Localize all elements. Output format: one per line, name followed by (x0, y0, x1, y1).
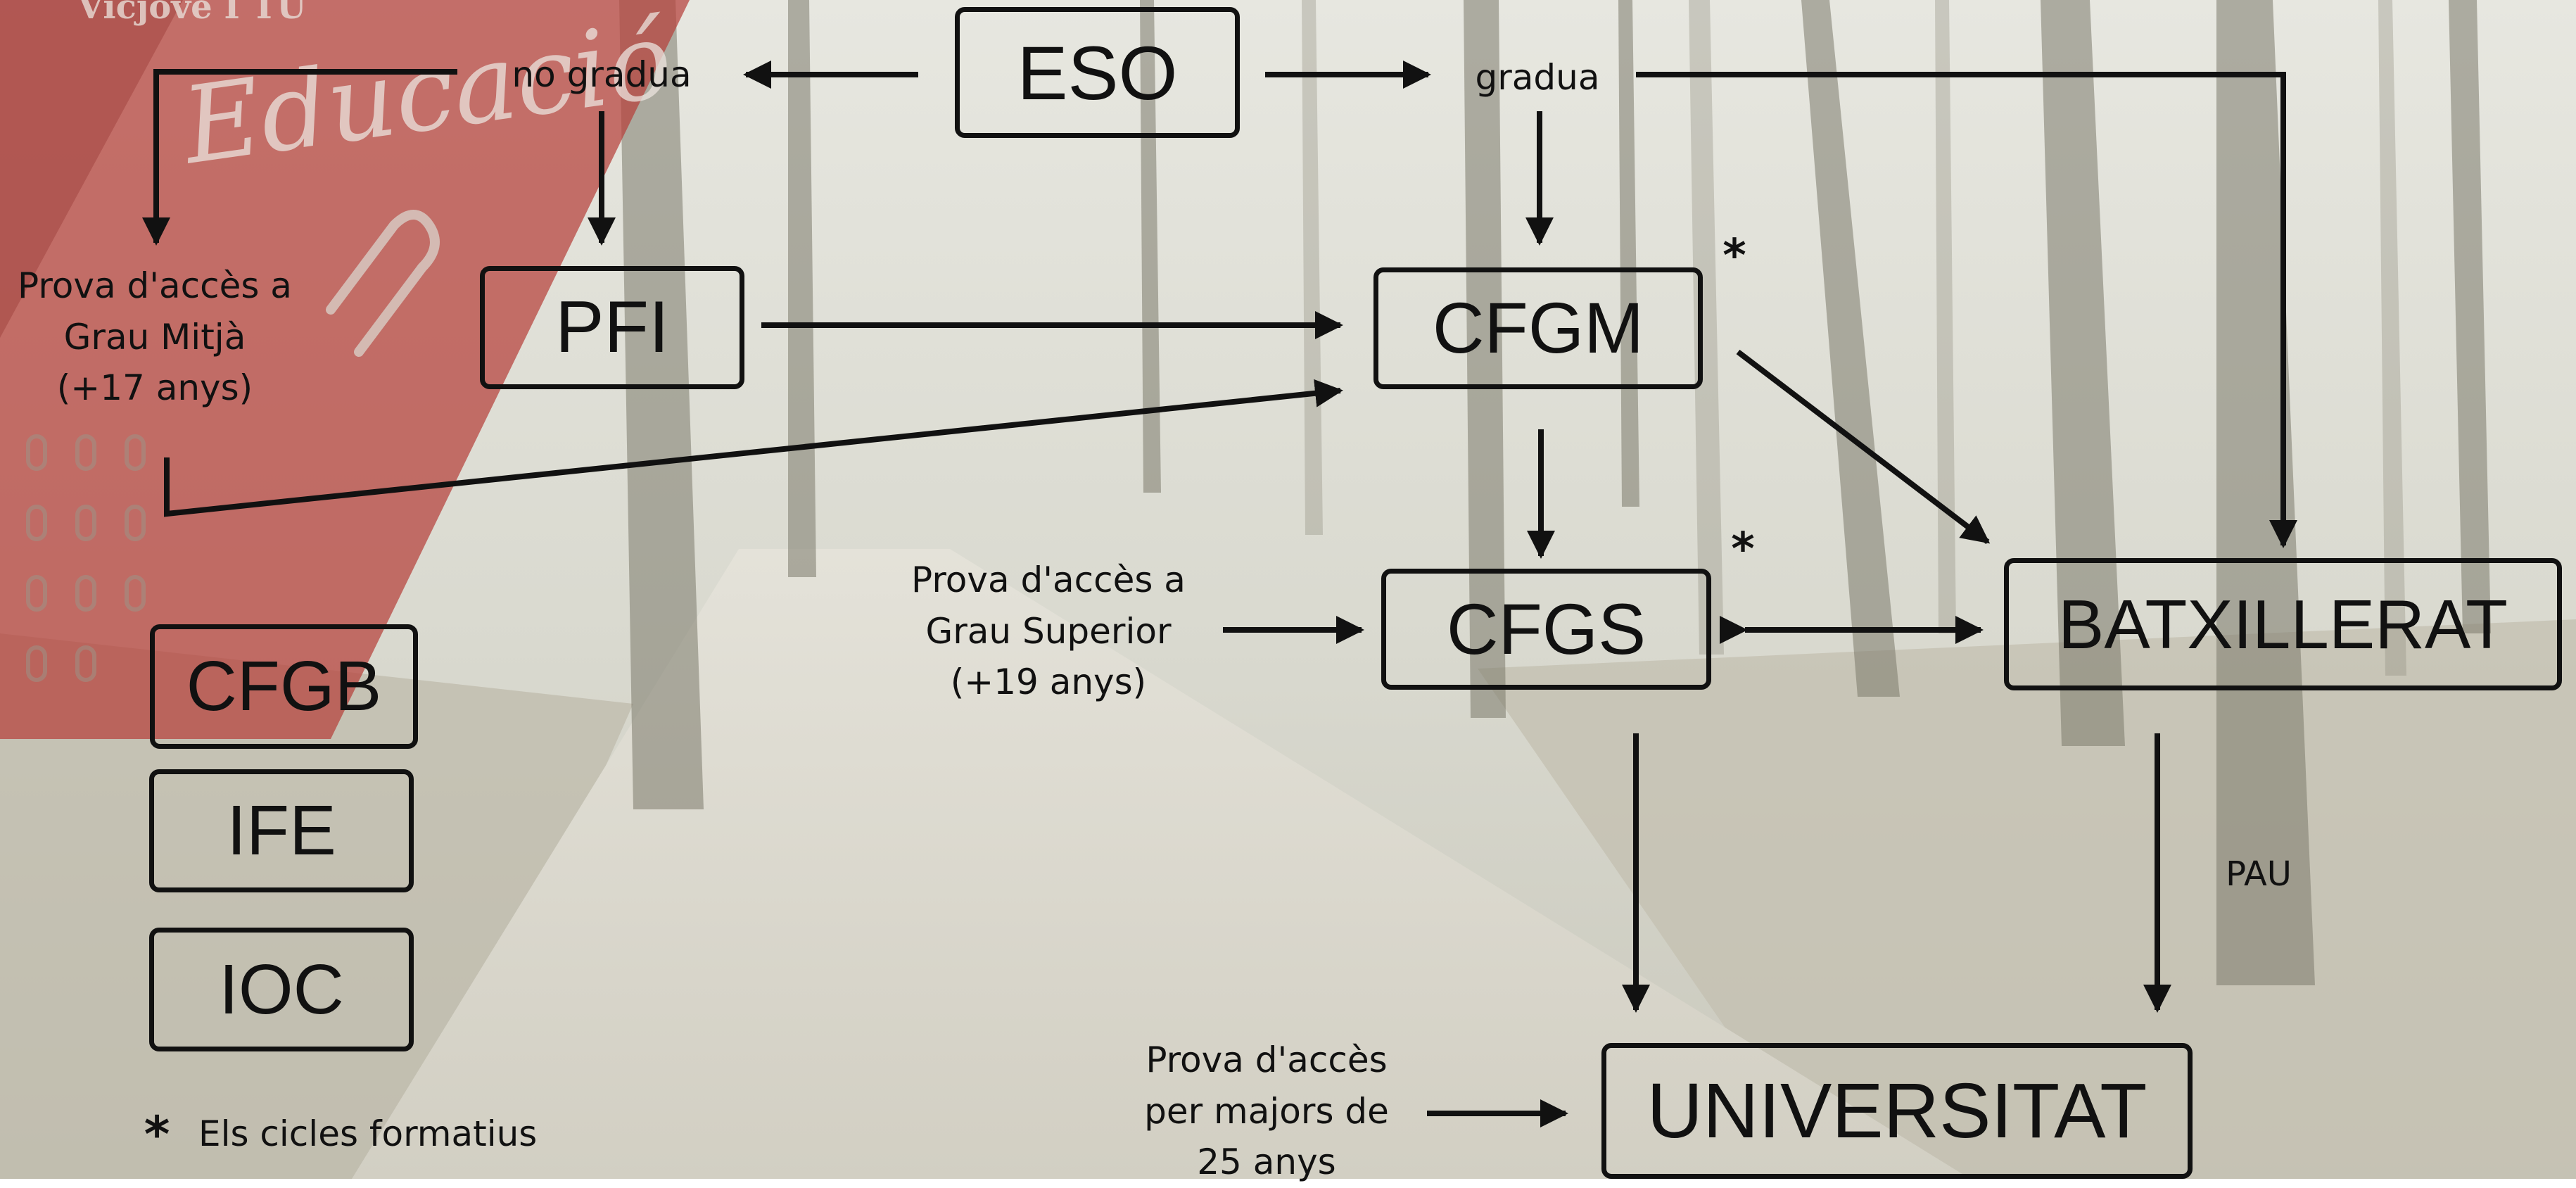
batxillerat-label: BATXILLERAT (2057, 585, 2508, 663)
universitat-label: UNIVERSITAT (1647, 1068, 2147, 1154)
cfgs-asterisk: * (1731, 524, 1755, 576)
batxillerat-box: BATXILLERAT (2004, 558, 2562, 690)
prova-superior-line1: Prova d'accès a (911, 560, 1186, 600)
arrow-cfgm-to-batxillerat (1736, 349, 1991, 545)
ife-label: IFE (227, 791, 336, 870)
eso-box: ESO (955, 7, 1240, 138)
cfgm-label: CFGM (1432, 288, 1644, 368)
no-gradua-label: no gradua (512, 54, 692, 95)
cfgs-box: CFGS (1381, 569, 1711, 690)
prova-mitja-line2: Grau Mitjà (63, 316, 246, 358)
pau-label: PAU (2226, 854, 2292, 894)
prova-25-label: Prova d'accès per majors de 25 anys (1119, 1035, 1414, 1188)
prova-superior-label: Prova d'accès a Grau Superior (+19 anys) (890, 555, 1207, 708)
gradua-label: gradua (1475, 57, 1600, 98)
footnote-text: Els cicles formatius (198, 1113, 538, 1154)
ioc-box: IOC (149, 928, 414, 1051)
ife-box: IFE (149, 769, 414, 892)
pfi-label: PFI (555, 286, 669, 368)
arrow-no-gradua-to-prova-mitja (142, 69, 457, 246)
cfgs-label: CFGS (1446, 588, 1647, 669)
ioc-label: IOC (219, 949, 344, 1029)
brand-logo: Vicjove I TU (77, 0, 306, 27)
prova-mitja-label: Prova d'accès a Grau Mitjà (+17 anys) (0, 260, 310, 414)
prova-25-line2: per majors de (1144, 1090, 1389, 1132)
arrow-prova-mitja-to-cfgm (164, 379, 1343, 517)
prova-mitja-line1: Prova d'accès a (18, 265, 292, 306)
prova-superior-line3: (+19 anys) (950, 662, 1147, 702)
prova-25-line1: Prova d'accès (1146, 1040, 1388, 1080)
prova-25-line3: 25 anys (1197, 1142, 1336, 1182)
prova-mitja-line3: (+17 anys) (56, 367, 253, 408)
cfgm-asterisk: * (1722, 230, 1746, 282)
cfgm-box: CFGM (1373, 267, 1703, 389)
footnote-asterisk: * (144, 1106, 170, 1163)
cfgb-label: CFGB (186, 647, 382, 726)
brand-line1: Vicjove I TU (77, 0, 307, 27)
cfgb-box: CFGB (150, 624, 418, 749)
universitat-box: UNIVERSITAT (1601, 1043, 2193, 1179)
arrow-gradua-to-batxillerat (1636, 72, 2297, 548)
eso-label: ESO (1017, 30, 1178, 115)
prova-superior-line2: Grau Superior (925, 610, 1172, 652)
pfi-box: PFI (480, 266, 744, 389)
